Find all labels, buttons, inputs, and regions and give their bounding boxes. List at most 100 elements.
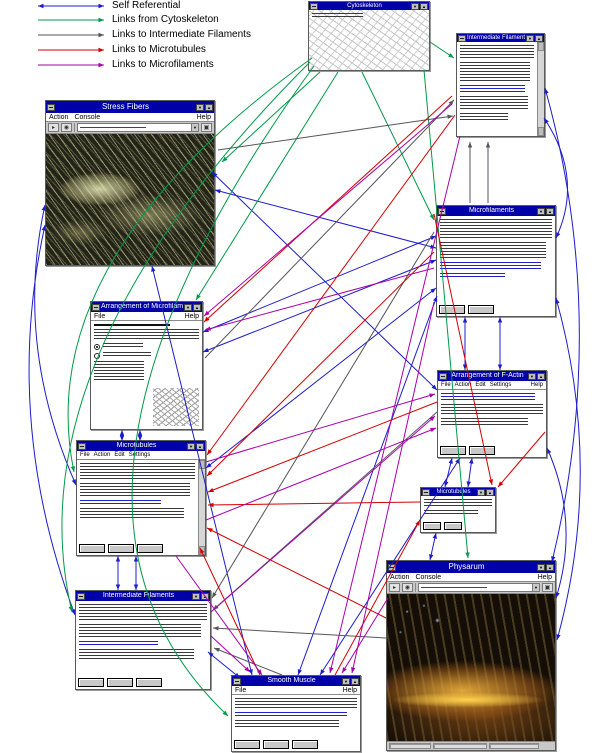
minimize-icon[interactable]: ▼ (192, 592, 200, 600)
minimize-icon[interactable]: ▼ (184, 303, 192, 311)
pointer-tool-icon[interactable]: ▸ (48, 123, 59, 132)
menu-action[interactable]: Action (49, 113, 69, 121)
minimize-icon[interactable]: ▼ (477, 488, 485, 496)
dialog-button[interactable] (440, 446, 466, 455)
menu-console[interactable]: Console (415, 573, 442, 581)
dialog-button[interactable] (468, 305, 494, 314)
zoom-tool-icon[interactable]: ▣ (542, 583, 553, 592)
system-menu-icon[interactable] (92, 303, 100, 311)
menu-help[interactable]: Help (530, 381, 543, 388)
maximize-icon[interactable]: ▲ (535, 34, 543, 42)
minimize-icon[interactable]: ▼ (187, 442, 195, 450)
minimize-icon[interactable]: ▼ (342, 677, 350, 685)
dialog-button[interactable] (469, 446, 495, 455)
hyperlink-text[interactable] (80, 500, 161, 505)
title-bar[interactable]: Physarum ▼ ▲ (387, 561, 555, 573)
minimize-icon[interactable]: ▼ (528, 372, 536, 380)
menu-help[interactable]: Help (537, 573, 552, 581)
title-bar[interactable]: Stress Fibers ▼ ▲ (46, 101, 214, 113)
hyperlink-text[interactable] (440, 273, 505, 278)
system-menu-icon[interactable] (422, 488, 430, 496)
dialog-button[interactable] (137, 544, 163, 553)
menu-file[interactable]: File (94, 312, 106, 320)
minimize-icon[interactable]: ▼ (537, 207, 545, 215)
title-bar[interactable]: Microtubules ▼ ▲ (77, 441, 205, 451)
radio-option-2[interactable] (94, 352, 199, 359)
view-tool-icon[interactable]: ◉ (61, 123, 72, 132)
title-bar[interactable]: Microtubules ▼ ▲ (421, 488, 495, 496)
menu-action[interactable]: Action (390, 573, 410, 581)
system-menu-icon[interactable] (438, 207, 446, 215)
zoom-tool-icon[interactable]: ▣ (201, 123, 212, 132)
menu-settings[interactable]: Settings (489, 381, 512, 388)
dialog-button[interactable] (439, 305, 465, 314)
title-bar[interactable]: Smooth Muscle ▼ ▲ (232, 676, 360, 686)
system-menu-icon[interactable] (458, 34, 466, 42)
title-bar[interactable]: Arrangement of Microfilaments ▼ ▲ (91, 302, 202, 312)
menu-help[interactable]: Help (184, 312, 199, 320)
dialog-button[interactable] (292, 740, 318, 749)
dialog-button[interactable] (136, 678, 162, 687)
dialog-button[interactable] (263, 740, 289, 749)
chevron-down-icon[interactable]: ▼ (191, 124, 198, 131)
dialog-button[interactable] (234, 740, 260, 749)
view-tool-icon[interactable]: ◉ (402, 583, 413, 592)
menu-edit[interactable]: Edit (475, 381, 486, 388)
menu-help[interactable]: Help (342, 686, 357, 694)
menu-file[interactable]: File (235, 686, 247, 694)
hyperlink-text[interactable] (235, 712, 348, 717)
radio-unselected-icon[interactable] (94, 352, 100, 359)
dialog-button[interactable] (444, 522, 462, 530)
dialog-button[interactable] (108, 544, 134, 553)
menu-settings[interactable]: Settings (128, 451, 151, 458)
chevron-down-icon[interactable]: ▼ (532, 584, 539, 591)
system-menu-icon[interactable] (77, 592, 85, 600)
menu-console[interactable]: Console (74, 113, 101, 121)
pointer-tool-icon[interactable]: ▸ (389, 583, 400, 592)
title-bar[interactable]: Cytoskeleton ▼ ▲ (309, 2, 429, 10)
maximize-icon[interactable]: ▲ (546, 563, 554, 571)
image-selector-combo[interactable]: ▼ (77, 123, 199, 132)
minimize-icon[interactable]: ▼ (411, 2, 419, 10)
minimize-icon[interactable]: ▼ (196, 103, 204, 111)
radio-option-1[interactable] (94, 343, 199, 350)
maximize-icon[interactable]: ▲ (193, 303, 201, 311)
hyperlink-text[interactable] (440, 262, 541, 270)
title-bar[interactable]: Arrangement of F-Actin ▼ ▲ (438, 371, 546, 381)
maximize-icon[interactable]: ▲ (201, 592, 209, 600)
menu-file[interactable]: File (80, 451, 90, 458)
hyperlink-text[interactable] (79, 641, 159, 646)
radio-selected-icon[interactable] (94, 343, 100, 350)
maximize-icon[interactable]: ▲ (486, 488, 494, 496)
system-menu-icon[interactable] (388, 563, 396, 571)
system-menu-icon[interactable] (310, 2, 318, 10)
maximize-icon[interactable]: ▲ (205, 103, 213, 111)
hyperlink-text[interactable] (460, 85, 526, 93)
system-menu-icon[interactable] (233, 677, 241, 685)
dialog-button[interactable] (107, 678, 133, 687)
maximize-icon[interactable]: ▲ (546, 207, 554, 215)
minimize-icon[interactable]: ▼ (526, 34, 534, 42)
dialog-button[interactable] (78, 678, 104, 687)
title-bar[interactable]: Intermediate Filaments ▼ ▲ (76, 591, 210, 601)
hyperlink-text[interactable] (441, 393, 535, 401)
title-bar[interactable]: Microfilaments ▼ ▲ (437, 206, 555, 216)
title-bar[interactable]: Intermediate Filaments ▼ ▲ (457, 34, 544, 42)
maximize-icon[interactable]: ▲ (537, 372, 545, 380)
minimize-icon[interactable]: ▼ (537, 563, 545, 571)
dialog-button[interactable] (79, 544, 105, 553)
system-menu-icon[interactable] (439, 372, 447, 380)
system-menu-icon[interactable] (47, 103, 55, 111)
vertical-scrollbar[interactable] (198, 460, 205, 555)
menu-action[interactable]: Action (454, 381, 472, 388)
menu-edit[interactable]: Edit (114, 451, 125, 458)
image-selector-combo[interactable]: ▼ (418, 583, 540, 592)
menu-file[interactable]: File (441, 381, 451, 388)
maximize-icon[interactable]: ▲ (420, 2, 428, 10)
menu-action[interactable]: Action (93, 451, 111, 458)
dialog-button[interactable] (423, 522, 441, 530)
vertical-scrollbar[interactable] (537, 42, 544, 136)
maximize-icon[interactable]: ▲ (196, 442, 204, 450)
menu-help[interactable]: Help (196, 113, 211, 121)
system-menu-icon[interactable] (78, 442, 86, 450)
